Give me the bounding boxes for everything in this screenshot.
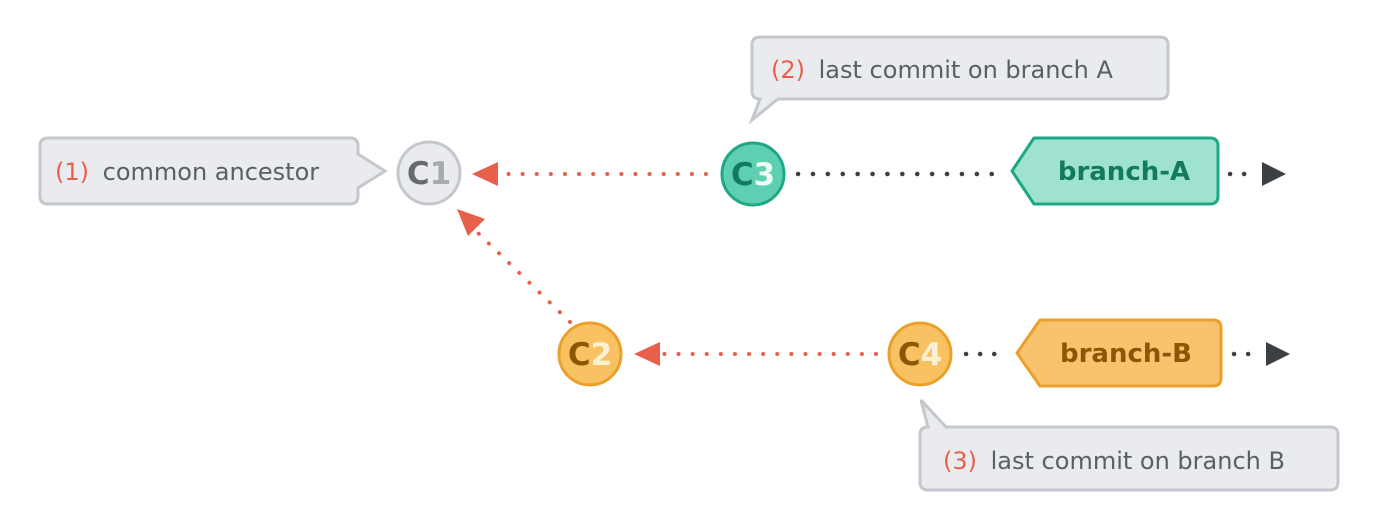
arrow-c3-to-c1	[472, 162, 708, 186]
callout-branch-a: (2) last commit on branch A	[748, 35, 1170, 125]
arrowhead-icon	[472, 162, 498, 186]
callout-branch-b-text: (3) last commit on branch B	[943, 447, 1285, 475]
arrowhead-icon	[457, 209, 485, 236]
connector-branch-a-forward	[1227, 162, 1286, 186]
commit-c4-prefix: C	[898, 337, 921, 373]
forward-arrow-icon	[1266, 342, 1290, 366]
svg-text:C4: C4	[898, 337, 942, 373]
connector-branch-b-forward	[1231, 342, 1290, 366]
svg-text:C2: C2	[568, 337, 612, 373]
commit-c4[interactable]: C4	[887, 321, 953, 387]
commit-c3[interactable]: C3	[720, 141, 786, 207]
commit-c2-prefix: C	[568, 337, 591, 373]
commit-c2-number: 2	[591, 337, 613, 373]
commit-c1[interactable]: C1	[396, 140, 462, 206]
callout-branch-b-number: (3)	[943, 447, 977, 475]
branch-a-tag[interactable]: branch-A	[1010, 136, 1220, 206]
callout-branch-b: (3) last commit on branch B	[918, 398, 1340, 492]
svg-text:C3: C3	[731, 157, 775, 193]
branch-a-label: branch-A	[1058, 157, 1190, 187]
commit-c3-prefix: C	[731, 157, 754, 193]
callout-branch-a-label: last commit on branch A	[819, 56, 1114, 84]
arrowhead-icon	[634, 342, 660, 366]
callout-ancestor-label: common ancestor	[103, 158, 320, 186]
callout-branch-a-number: (2)	[771, 56, 805, 84]
arrow-c4-to-c2	[634, 342, 878, 366]
callout-ancestor-number: (1)	[55, 158, 89, 186]
callout-common-ancestor: (1) common ancestor	[38, 136, 388, 206]
branch-b-tag[interactable]: branch-B	[1015, 318, 1223, 388]
commit-c2[interactable]: C2	[557, 321, 623, 387]
commit-c1-number: 1	[430, 156, 452, 192]
callout-ancestor-text: (1) common ancestor	[55, 158, 319, 186]
commit-c1-prefix: C	[407, 156, 430, 192]
commit-c4-number: 4	[921, 337, 943, 373]
arrow-c2-to-c1	[457, 209, 572, 324]
svg-text:C1: C1	[407, 156, 451, 192]
commit-c3-number: 3	[754, 157, 776, 193]
callout-branch-a-text: (2) last commit on branch A	[771, 56, 1113, 84]
callout-branch-b-label: last commit on branch B	[991, 447, 1285, 475]
forward-arrow-icon	[1262, 162, 1286, 186]
branch-b-label: branch-B	[1060, 339, 1192, 369]
